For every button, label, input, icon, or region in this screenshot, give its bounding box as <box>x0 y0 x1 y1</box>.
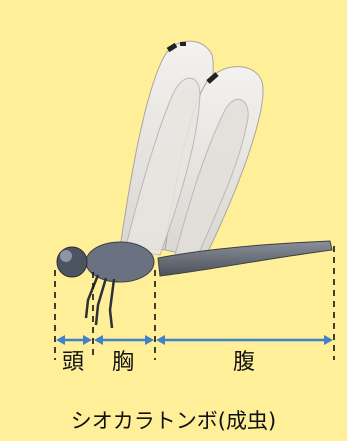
thorax-shape <box>86 242 154 282</box>
segment-arrows <box>56 335 333 345</box>
label-abdomen: 腹 <box>233 352 255 374</box>
arrow-abdomen <box>156 335 333 345</box>
label-thorax: 胸 <box>112 352 134 374</box>
compound-eye <box>60 250 72 262</box>
legs <box>86 275 114 328</box>
diagram-caption: シオカラトンボ(成虫) <box>0 405 347 435</box>
label-head: 頭 <box>62 352 84 374</box>
head-shape <box>57 247 87 277</box>
arrow-thorax <box>94 335 154 345</box>
arrow-head <box>56 335 92 345</box>
